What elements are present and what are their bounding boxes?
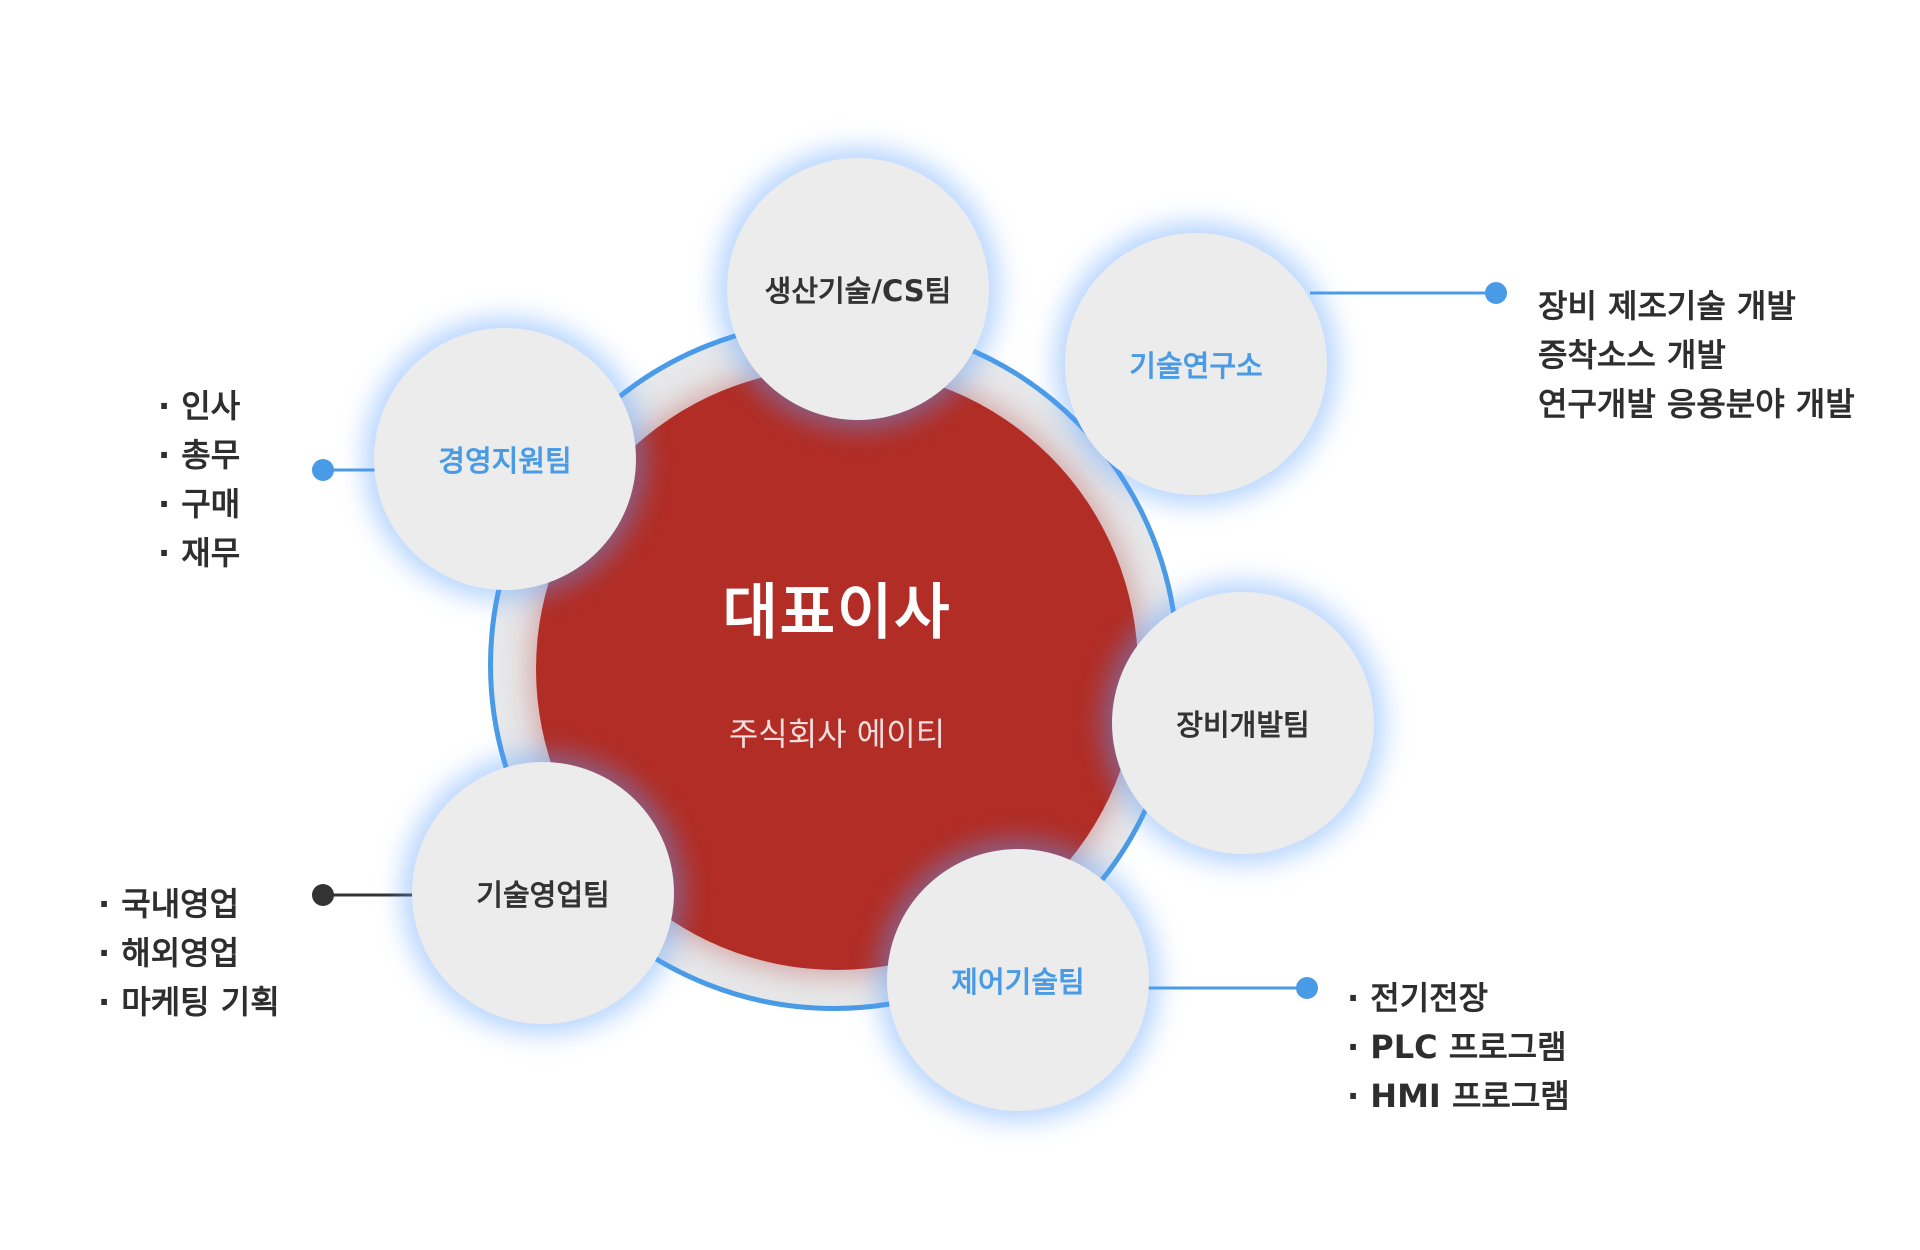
connector-dot-research: [1485, 282, 1507, 304]
research-duty-item: 증착소스 개발: [1538, 336, 1726, 374]
node-production-label: 생산기술/CS팀: [764, 274, 952, 308]
sales-duty-item: · 해외영업: [98, 934, 240, 972]
management-duty-item: · 재무: [158, 534, 241, 572]
sales-duty-item: · 마케팅 기획: [98, 983, 280, 1021]
node-management[interactable]: 경영지원팀: [374, 328, 636, 590]
sales-duties-list: · 국내영업 · 해외영업 · 마케팅 기획: [98, 880, 280, 1027]
research-duty-item: 장비 제조기술 개발: [1538, 287, 1796, 325]
node-control[interactable]: 제어기술팀: [887, 849, 1149, 1111]
research-duties-list: 장비 제조기술 개발 증착소스 개발 연구개발 응용분야 개발: [1538, 282, 1855, 429]
node-equipment-label: 장비개발팀: [1176, 708, 1310, 742]
control-duty-item: · HMI 프로그램: [1347, 1077, 1570, 1115]
node-control-label: 제어기술팀: [951, 965, 1085, 999]
node-sales-label: 기술영업팀: [476, 878, 610, 912]
management-duty-item: · 총무: [158, 436, 241, 474]
control-duties-list: · 전기전장 · PLC 프로그램 · HMI 프로그램: [1347, 974, 1570, 1121]
node-research[interactable]: 기술연구소: [1065, 233, 1327, 495]
node-equipment[interactable]: 장비개발팀: [1112, 592, 1374, 854]
node-production[interactable]: 생산기술/CS팀: [727, 158, 989, 420]
sales-duty-item: · 국내영업: [98, 885, 240, 923]
management-duty-item: · 구매: [158, 485, 241, 523]
connector-dot-sales: [312, 884, 334, 906]
company-name: 주식회사 에이티: [728, 714, 946, 753]
research-duty-item: 연구개발 응용분야 개발: [1538, 385, 1855, 423]
control-duty-item: · 전기전장: [1347, 979, 1489, 1017]
management-duty-item: · 인사: [158, 387, 241, 425]
management-duties-list: · 인사 · 총무 · 구매 · 재무: [158, 382, 240, 578]
ceo-title: 대표이사: [722, 577, 952, 648]
connector-dot-control: [1296, 977, 1318, 999]
node-sales[interactable]: 기술영업팀: [412, 762, 674, 1024]
node-research-label: 기술연구소: [1129, 349, 1263, 383]
connector-dot-management: [312, 459, 334, 481]
node-management-label: 경영지원팀: [438, 444, 572, 478]
control-duty-item: · PLC 프로그램: [1347, 1028, 1567, 1066]
